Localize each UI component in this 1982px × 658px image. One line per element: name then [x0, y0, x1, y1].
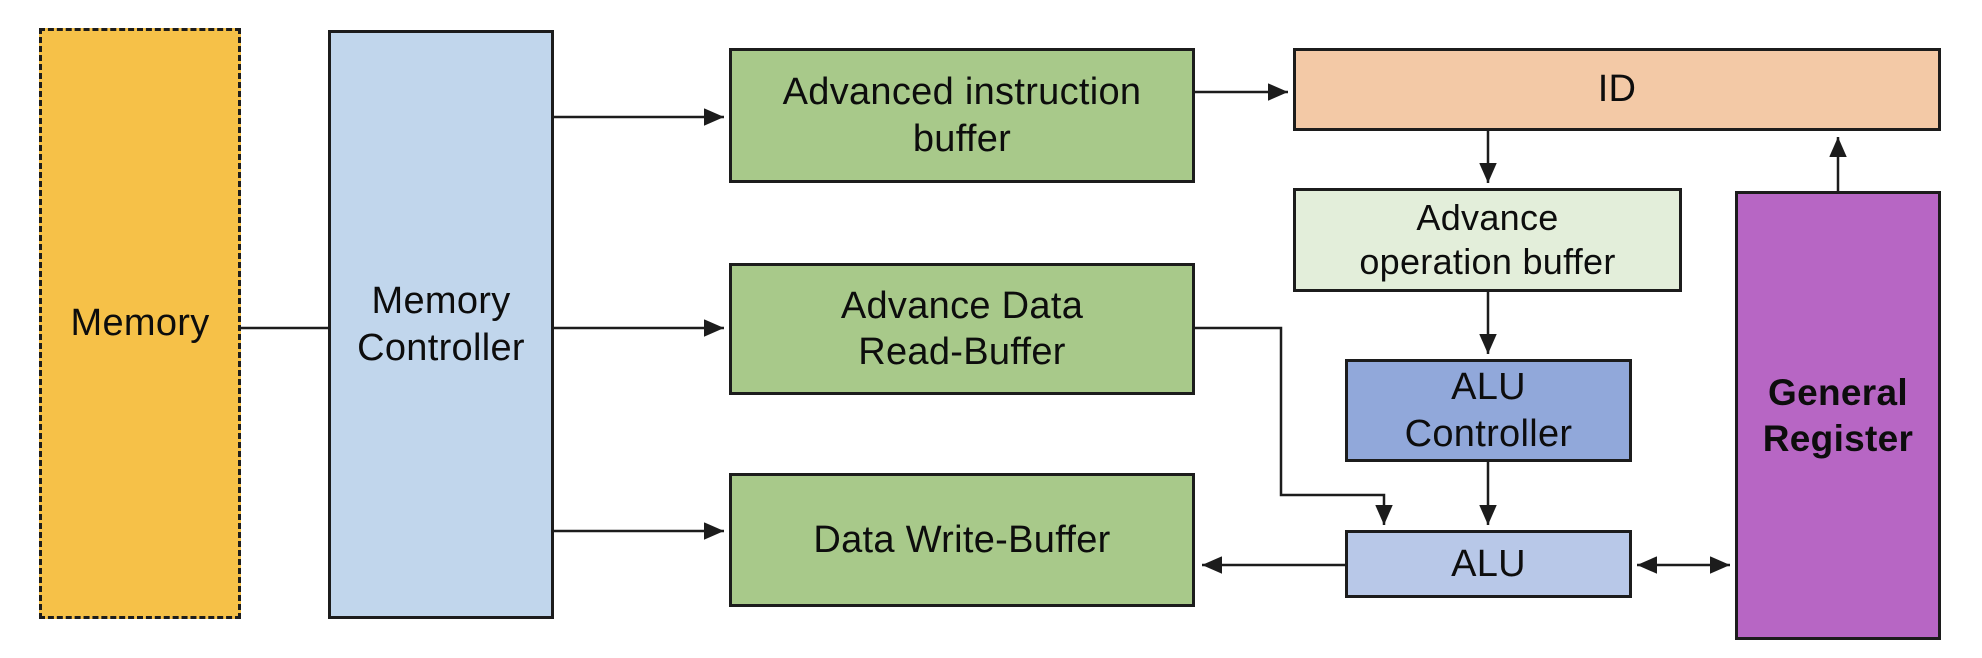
node-advance-data-read-buffer-label-line1: Advance Data [840, 284, 1084, 327]
node-memory: Memory [39, 28, 241, 619]
node-advanced-instruction-buffer-label-line1: Advanced instruction [782, 71, 1142, 114]
node-advance-operation-buffer: Advance operation buffer [1293, 188, 1682, 292]
node-alu-controller: ALU Controller [1345, 359, 1632, 462]
node-advance-operation-buffer-label-line1: Advance [1416, 197, 1559, 239]
node-alu: ALU [1345, 530, 1632, 598]
node-memory-controller-label-line1: Memory [371, 280, 511, 323]
node-general-register-label-line2: Register [1762, 417, 1914, 459]
node-general-register-label-line1: General [1768, 372, 1908, 414]
node-advance-data-read-buffer-label-line2: Read-Buffer [858, 331, 1066, 373]
node-advanced-instruction-buffer: Advanced instruction buffer [729, 48, 1195, 183]
node-advanced-instruction-buffer-label-line2: buffer [912, 117, 1012, 160]
node-general-register: General Register [1735, 191, 1941, 640]
edge-advance-data-read-buffer-to-alu [1195, 326, 1393, 525]
node-id: ID [1293, 48, 1941, 131]
node-advance-data-read-buffer: Advance Data Read-Buffer [729, 263, 1195, 395]
node-memory-label: Memory [70, 302, 210, 345]
node-id-label: ID [1597, 68, 1637, 111]
node-memory-controller: Memory Controller [328, 30, 554, 619]
node-data-write-buffer: Data Write-Buffer [729, 473, 1195, 607]
node-alu-controller-label-line1: ALU [1451, 366, 1526, 409]
node-memory-controller-label-line2: Controller [357, 326, 525, 369]
node-advance-operation-buffer-label-line2: operation buffer [1359, 241, 1616, 282]
node-alu-label: ALU [1451, 542, 1526, 585]
node-alu-controller-label-line2: Controller [1404, 412, 1573, 455]
node-data-write-buffer-label: Data Write-Buffer [813, 518, 1111, 561]
